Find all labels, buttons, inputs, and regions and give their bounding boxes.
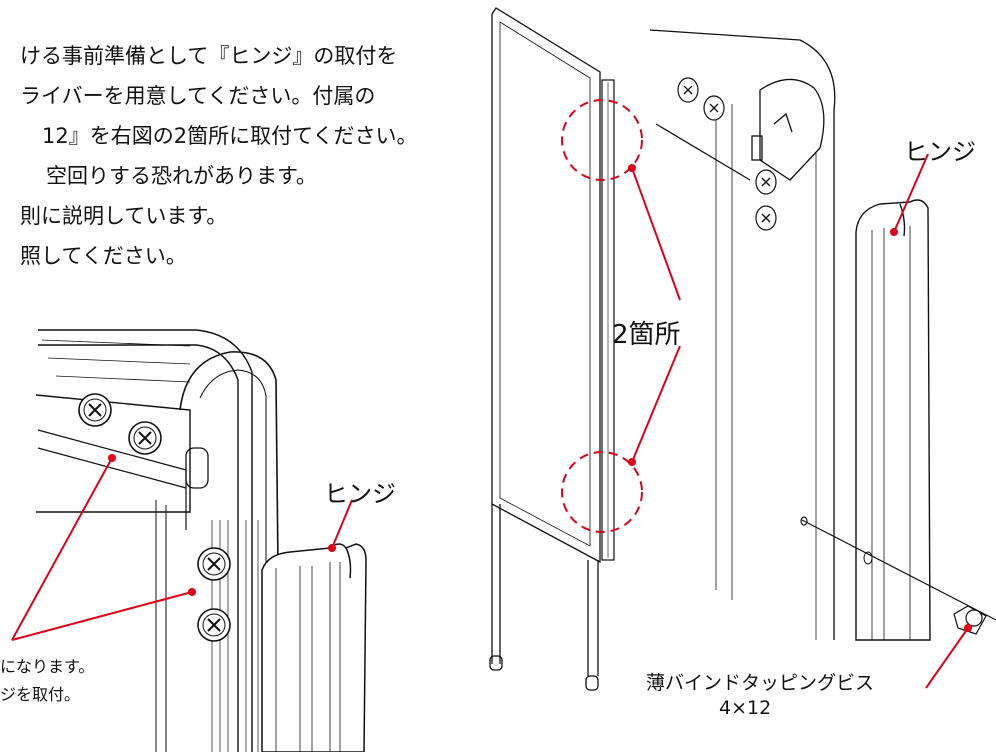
end-view-screws: [677, 77, 777, 231]
hinge-label-right: ヒンジ: [904, 138, 976, 166]
panel-frame: [489, 7, 615, 691]
tapping-screw: [800, 516, 996, 635]
screw-head-icon: [965, 609, 983, 627]
note-line-2: ジを取付。: [0, 685, 81, 704]
instruction-line-3: 12』を右図の2箇所に取付てください。: [42, 124, 418, 148]
frame-end-view: [649, 29, 836, 640]
cross-slot-icon: [88, 403, 102, 417]
detail-screw-4: [197, 608, 231, 642]
hinge-part: [855, 199, 931, 641]
instruction-line-4: 空回りする恐れがあります。: [46, 164, 317, 188]
detail-screw-1: [78, 393, 112, 427]
detail-screw-3: [197, 547, 231, 581]
screw-name-label: 薄バインドタッピングビス: [646, 672, 875, 694]
instruction-line-2: ライバーを用意してください。付属の: [20, 84, 376, 108]
hinge-label-left: ヒンジ: [324, 480, 396, 508]
callout-markers: [11, 99, 972, 689]
detail-screw-2: [128, 421, 162, 455]
two-places-label: 2箇所: [612, 320, 681, 350]
instruction-line-1: ける事前準備として『ヒンジ』の取付を: [20, 44, 398, 68]
note-line-1: になります。: [0, 657, 95, 676]
instruction-line-6: 照してください。: [20, 244, 187, 268]
screw-size-label: 4×12: [719, 697, 772, 719]
instruction-line-5: 則に説明しています。: [20, 204, 228, 228]
detail-hinge: [261, 543, 367, 752]
